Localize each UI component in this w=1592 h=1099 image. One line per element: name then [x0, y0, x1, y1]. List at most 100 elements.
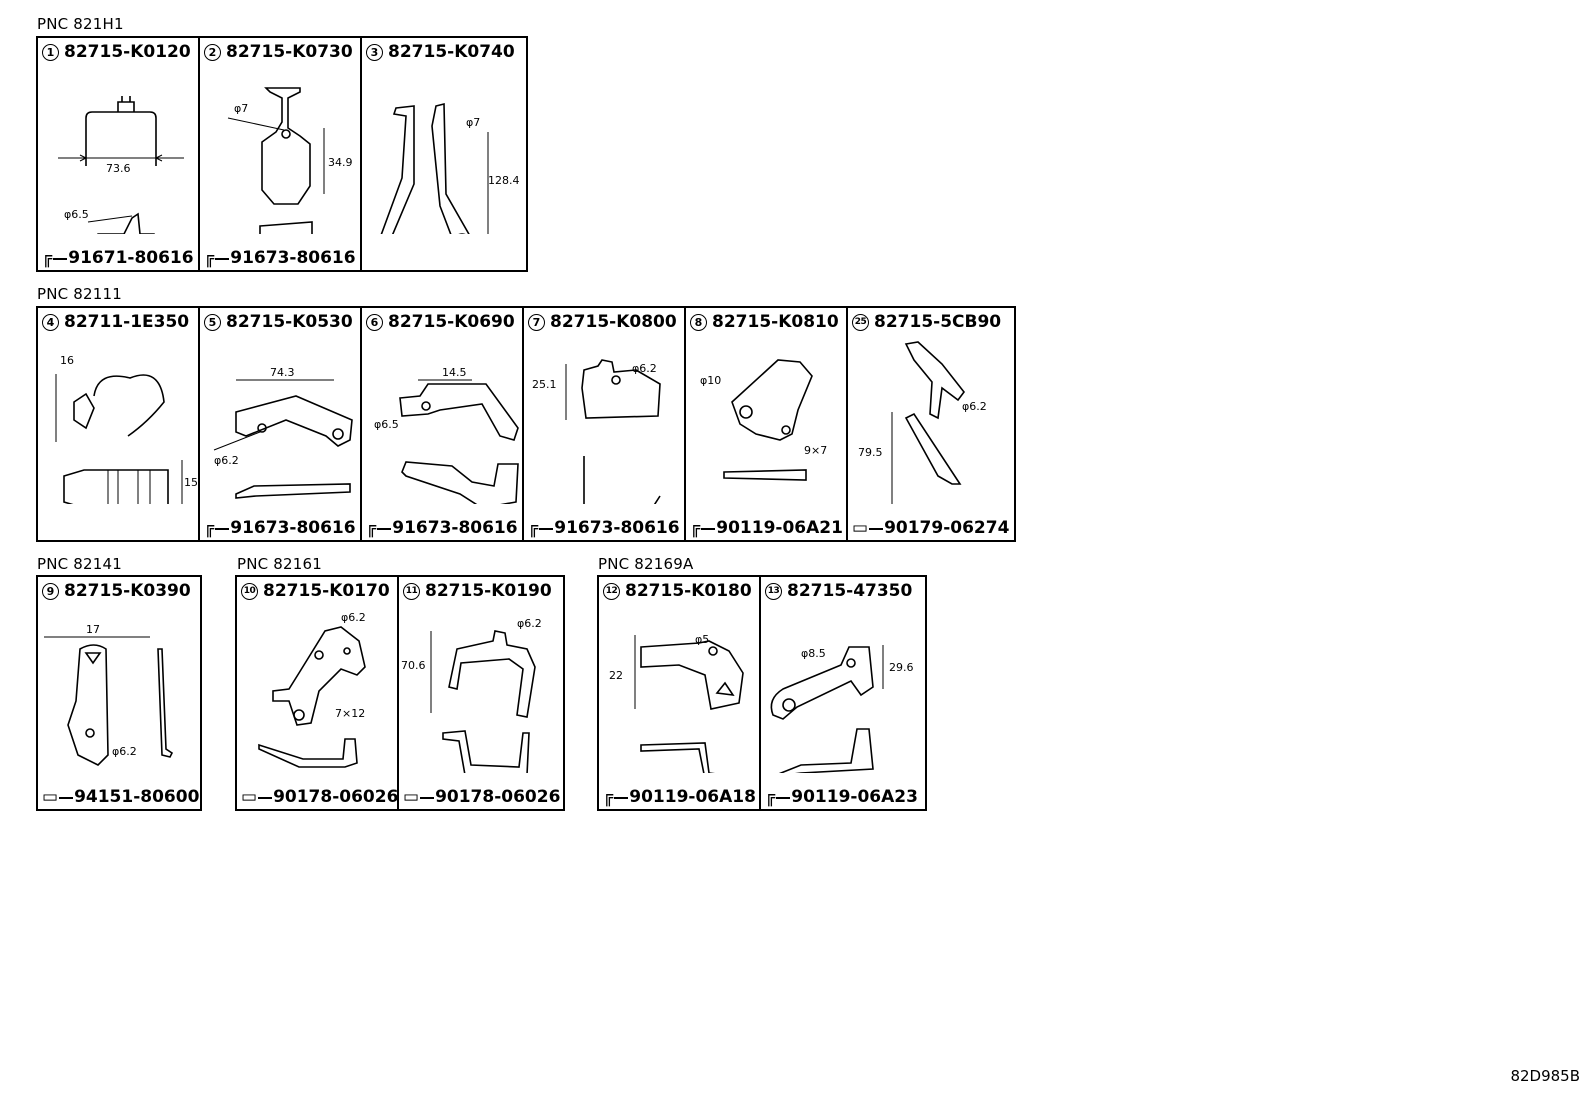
callout-number: 9 [42, 582, 59, 600]
callout-number: 8 [690, 313, 707, 331]
bolt-icon: ╔ [765, 787, 776, 807]
part-number: 82715-K0740 [388, 42, 515, 62]
part-cell[interactable]: 12 82715-K0180 φ5 22 ╔ 90119-06A18 [599, 577, 761, 809]
pnc-label: PNC 821H1 [37, 15, 124, 33]
part-number: 82715-K0690 [388, 312, 515, 332]
dim-label: 14.5 [442, 366, 467, 379]
fastener-number: 90179-06274 [884, 518, 1010, 538]
dim-label: 70.6 [401, 659, 426, 672]
dim-label: φ7 [234, 102, 248, 115]
pnc-label: PNC 82161 [237, 555, 323, 573]
dim-label: φ6.2 [962, 400, 987, 413]
dim-label: 16 [60, 354, 74, 367]
pnc-label: PNC 82169A [598, 555, 694, 573]
bracket-drawing: 14.5 φ6.5 [374, 366, 519, 504]
part-number: 82711-1E350 [64, 312, 190, 332]
dim-label: φ6.2 [214, 454, 239, 467]
bolt-icon: ╔ [690, 518, 701, 538]
bracket-drawing: 16 15 [55, 354, 198, 504]
bracket-drawing: 17 φ6.2 [44, 623, 174, 766]
fastener-number: 90178-06026 [435, 787, 561, 807]
part-number: 82715-47350 [787, 581, 913, 601]
bolt-icon: ╔ [366, 518, 377, 538]
dim-label: φ6.2 [341, 611, 366, 624]
part-cell[interactable]: 9 82715-K0390 17 φ6.2 ▭ 94151-80600 [38, 577, 200, 809]
nut-icon: ▭ [403, 787, 420, 807]
fastener-number: 90178-06026 [273, 787, 399, 807]
fastener-number: 94151-80600 [74, 787, 200, 807]
bracket-drawing: 73.6 φ6.5 [58, 96, 184, 234]
bracket-drawing: φ6.2 7×12 [258, 611, 366, 768]
part-number: 82715-K0800 [550, 312, 677, 332]
bracket-drawing: 74.3 φ6.2 [213, 366, 353, 499]
part-number: 82715-K0120 [64, 42, 191, 62]
dim-label: φ8.5 [801, 647, 826, 660]
bolt-icon: ╔ [528, 518, 539, 538]
dim-label: φ6.5 [64, 208, 89, 221]
nut-icon: ▭ [42, 787, 59, 807]
dim-label: 9×7 [804, 444, 827, 457]
callout-number: 3 [366, 43, 383, 61]
bolt-icon: ╔ [42, 248, 53, 268]
dim-label: 74.3 [270, 366, 295, 379]
part-number: 82715-K0180 [625, 581, 752, 601]
dim-label: φ10 [700, 374, 721, 387]
dim-label: φ6.5 [374, 418, 399, 431]
dim-label: φ6.2 [112, 745, 137, 758]
dim-label: 128.4 [488, 174, 520, 187]
dim-label: 7×12 [335, 707, 365, 720]
part-number: 82715-K0810 [712, 312, 839, 332]
part-number: 82715-K0190 [425, 581, 552, 601]
callout-number: 4 [42, 313, 59, 331]
fastener-number: 91673-80616 [392, 518, 518, 538]
bolt-icon: ╔ [204, 248, 215, 268]
callout-number: 25 [852, 313, 869, 331]
part-cell[interactable]: 8 82715-K0810 φ10 9×7 ╔ 90119-06A21 [686, 308, 848, 540]
bolt-icon: ╔ [204, 518, 215, 538]
dim-label: φ7 [466, 116, 480, 129]
part-group: 9 82715-K0390 17 φ6.2 ▭ 94151-80600 [36, 575, 202, 811]
part-cell[interactable]: 3 82715-K0740 φ7 128.4 [362, 38, 524, 270]
dim-label: 22 [609, 669, 623, 682]
fastener-number: 90119-06A23 [791, 787, 918, 807]
fastener-number: 90119-06A18 [629, 787, 756, 807]
fastener-number: 91671-80616 [68, 248, 194, 268]
part-number: 82715-K0390 [64, 581, 191, 601]
dim-label: 17 [86, 623, 100, 636]
part-group: 12 82715-K0180 φ5 22 ╔ 90119-06A18 13 82715… [597, 575, 927, 811]
bracket-drawing: φ10 9×7 [700, 359, 827, 481]
pnc-label: PNC 82141 [37, 555, 123, 573]
dim-label: φ6.2 [632, 362, 657, 375]
part-cell[interactable]: 4 82711-1E350 16 15 [38, 308, 200, 540]
bracket-drawing: φ8.5 29.6 [770, 645, 914, 773]
part-cell[interactable]: 13 82715-47350 φ8.5 29.6 ╔ 90119-06A23 [761, 577, 923, 809]
dim-label: 29.6 [889, 661, 914, 674]
nut-icon: ▭ [241, 787, 258, 807]
bolt-icon: ╔ [603, 787, 614, 807]
dim-label: φ5 [695, 633, 709, 646]
dim-label: 73.6 [106, 162, 131, 175]
callout-number: 10 [241, 582, 258, 600]
part-number: 82715-K0530 [226, 312, 353, 332]
callout-number: 13 [765, 582, 782, 600]
dim-label: φ6.2 [517, 617, 542, 630]
dim-label: 15 [184, 476, 198, 489]
callout-number: 12 [603, 582, 620, 600]
bracket-drawing: φ6.2 25.1 [532, 359, 661, 504]
bracket-drawing: φ7 128.4 [380, 102, 520, 234]
callout-number: 2 [204, 43, 221, 61]
diagram-code: 82D985B [1510, 1067, 1580, 1085]
fastener-number: 90119-06A21 [716, 518, 843, 538]
bracket-drawing: φ7 34.9 [227, 87, 353, 234]
